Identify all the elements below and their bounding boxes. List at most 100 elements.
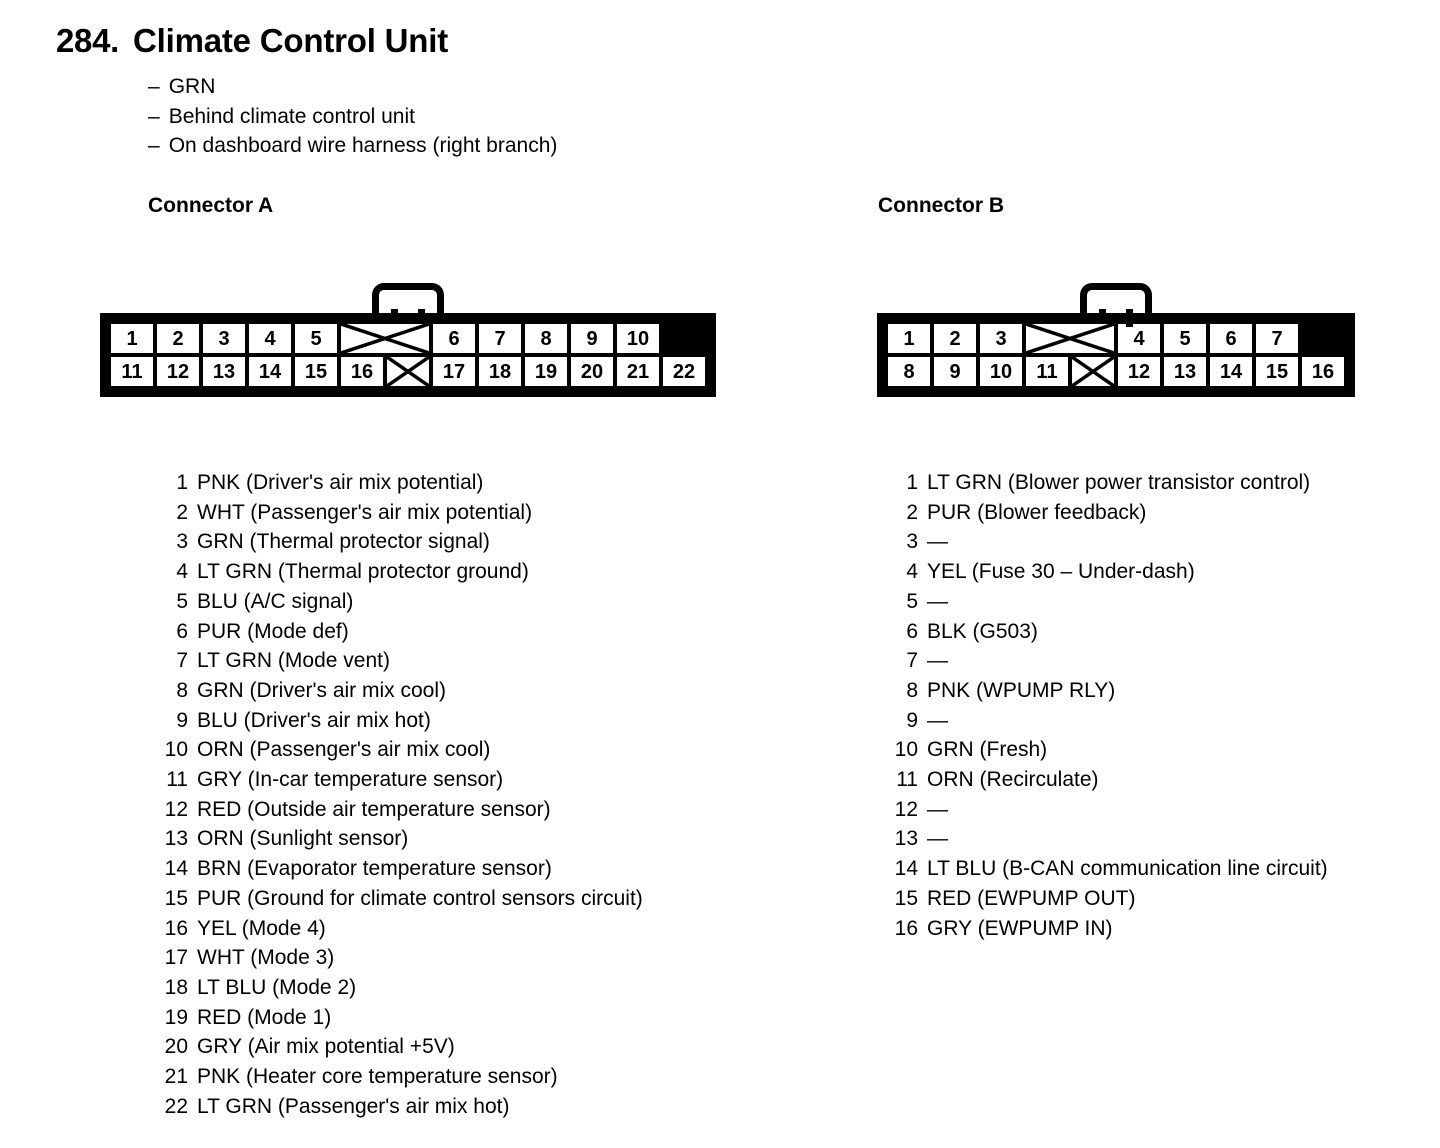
connector-latch-tab — [100, 268, 716, 327]
pin-number: 12 — [894, 797, 918, 821]
subtitle-text: GRN — [168, 75, 216, 98]
pin-number: 7 — [906, 649, 918, 673]
pin-cell: 14 — [249, 357, 291, 386]
pin-list-item: 5 BLU (A/C signal) — [150, 587, 643, 617]
blank-pin-cell — [387, 357, 429, 386]
subtitle-text: On dashboard wire harness (right branch) — [168, 134, 558, 157]
pin-cell: 11 — [111, 357, 153, 386]
pin-number: 17 — [164, 946, 188, 970]
dash-bullet: – — [148, 75, 160, 98]
pin-description: — — [927, 649, 948, 673]
blank-pin-cell — [1072, 357, 1114, 386]
pin-number: 13 — [164, 827, 188, 851]
pin-cell: 10 — [617, 324, 659, 353]
pin-cell: 8 — [888, 357, 930, 386]
pin-cell: 8 — [525, 324, 567, 353]
pin-list-item: 5— — [880, 587, 1328, 617]
pin-number: 22 — [164, 1094, 188, 1118]
pin-description: RED (Mode 1) — [197, 1005, 332, 1029]
pin-cell: 16 — [1302, 357, 1344, 386]
pin-number: 15 — [164, 886, 188, 910]
pin-number: 9 — [176, 708, 188, 732]
pin-description: YEL (Mode 4) — [197, 916, 326, 940]
pin-number: 5 — [906, 589, 918, 613]
pin-number: 18 — [164, 975, 188, 999]
pin-description: LT GRN (Thermal protector ground) — [197, 560, 529, 584]
pin-number: 2 — [176, 500, 188, 524]
pin-description: WHT (Mode 3) — [197, 946, 335, 970]
pin-cell: 9 — [571, 324, 613, 353]
pin-cell: 13 — [203, 357, 245, 386]
pin-cell: 5 — [1164, 324, 1206, 353]
connector-latch-tab — [877, 268, 1355, 327]
pin-cell: 17 — [433, 357, 475, 386]
subtitle-list: – GRN – Behind climate control unit – On… — [148, 72, 557, 161]
pin-cell: 1 — [111, 324, 153, 353]
pin-description: LT GRN (Passenger's air mix hot) — [197, 1094, 510, 1118]
blank-pin-cell — [1026, 324, 1114, 353]
pin-cell: 4 — [1118, 324, 1160, 353]
subtitle-item: – Behind climate control unit — [148, 102, 557, 132]
pin-number: 13 — [894, 827, 918, 851]
pin-description: — — [927, 530, 948, 554]
pin-description: PNK (Heater core temperature sensor) — [197, 1065, 558, 1089]
pin-description: GRN (Fresh) — [927, 738, 1048, 762]
pin-number: 6 — [176, 619, 188, 643]
pin-number: 14 — [894, 857, 918, 881]
pin-number: 5 — [176, 589, 188, 613]
pin-description: PUR (Ground for climate control sensors … — [197, 886, 643, 910]
pin-cell: 16 — [341, 357, 383, 386]
pin-list-item: 9— — [880, 706, 1328, 736]
pin-description: BRN (Evaporator temperature sensor) — [197, 857, 552, 881]
pin-number: 10 — [164, 738, 188, 762]
pin-description: LT GRN (Mode vent) — [197, 649, 390, 673]
pin-description: — — [927, 708, 948, 732]
pin-list-item: 9 BLU (Driver's air mix hot) — [150, 706, 643, 736]
pin-description: BLK (G503) — [927, 619, 1038, 643]
pin-description: LT BLU (B-CAN communication line circuit… — [927, 857, 1328, 881]
pin-list-item: 13— — [880, 824, 1328, 854]
pin-list-item: 15 PUR (Ground for climate control sensor… — [150, 884, 643, 914]
pin-cell: 13 — [1164, 357, 1206, 386]
pin-description: BLU (Driver's air mix hot) — [197, 708, 431, 732]
subtitle-item: – GRN — [148, 72, 557, 102]
pin-description: GRY (EWPUMP IN) — [927, 916, 1113, 940]
pin-description: — — [927, 589, 948, 613]
pin-cell: 2 — [157, 324, 199, 353]
latch-arch — [1080, 283, 1152, 327]
pin-cell: 15 — [295, 357, 337, 386]
page-number: 284. — [56, 22, 120, 59]
pin-list-item: 3— — [880, 527, 1328, 557]
pin-number: 4 — [906, 560, 918, 584]
pin-number: 11 — [896, 768, 918, 792]
pin-description: LT BLU (Mode 2) — [197, 975, 357, 999]
pin-cell: 3 — [203, 324, 245, 353]
pin-cell: 15 — [1256, 357, 1298, 386]
pin-cell: 22 — [663, 357, 705, 386]
pin-list-item: 12— — [880, 795, 1328, 825]
pin-description: BLU (A/C signal) — [197, 589, 354, 613]
pin-list-item: 7— — [880, 646, 1328, 676]
page-header: 284. Climate Control Unit — [56, 22, 448, 60]
